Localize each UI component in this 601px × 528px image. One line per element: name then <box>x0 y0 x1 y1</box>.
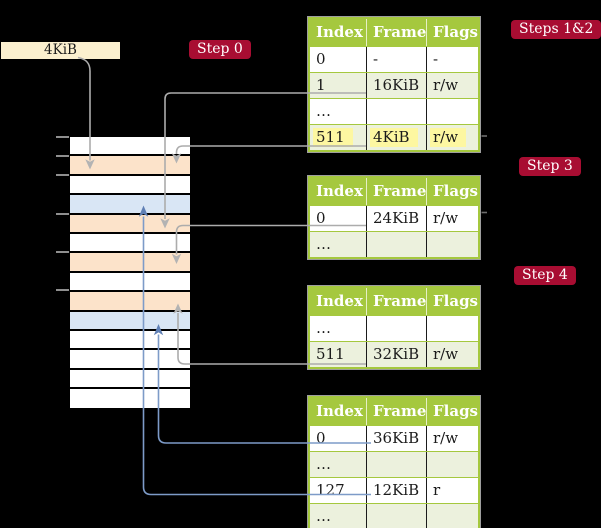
header-frame: Frame <box>366 288 426 315</box>
table-header: Index Frame Flags <box>310 19 478 46</box>
page-table-3: Index Frame Flags … 511 32KiB r/w <box>308 286 480 369</box>
index-cell: 1 <box>316 76 326 94</box>
badge-step-0: Step 0 <box>189 40 251 59</box>
frame-cell: 4KiB <box>366 125 426 150</box>
index-cell: 511 <box>310 125 366 150</box>
memory-frame <box>70 350 190 370</box>
memory-tick <box>56 136 69 138</box>
header-index: Index <box>316 402 363 420</box>
memory-frame <box>70 214 190 234</box>
index-cell: 0 <box>316 209 326 227</box>
index-cell: … <box>316 455 331 473</box>
memory-frame <box>70 311 190 331</box>
memory-frame <box>70 330 190 351</box>
table-row: 0 36KiB r/w <box>310 425 478 451</box>
frame-cell <box>366 232 426 257</box>
table-header: Index Frame Flags <box>310 288 478 315</box>
frame-cell: 24KiB <box>366 206 426 231</box>
flags-cell: r/w <box>426 342 478 367</box>
flags-cell <box>426 99 478 124</box>
header-index: Index <box>316 23 363 41</box>
memory-frame <box>70 175 190 196</box>
memory-tick <box>56 155 69 157</box>
header-frame: Frame <box>366 398 426 425</box>
frame-cell: 32KiB <box>366 342 426 367</box>
page-table-2: Index Frame Flags 0 24KiB r/w … <box>308 176 480 259</box>
header-index: Index <box>316 292 363 310</box>
header-frame: Frame <box>366 19 426 46</box>
badge-steps-1-2: Steps 1&2 <box>511 20 601 39</box>
frame-cell: - <box>366 47 426 72</box>
memory-tick <box>56 251 69 253</box>
index-cell: 511 <box>316 345 345 363</box>
flags-cell <box>426 232 478 257</box>
flags-cell <box>426 316 478 341</box>
frame-cell <box>366 99 426 124</box>
header-index: Index <box>316 182 363 200</box>
memory-frame <box>70 292 190 312</box>
memory-frame <box>70 156 190 176</box>
table-row: … <box>310 98 478 124</box>
index-cell: … <box>316 235 331 253</box>
index-cell: 0 <box>316 429 326 447</box>
page-table-1: Index Frame Flags 0 - - 1 16KiB r/w … 51… <box>308 17 480 152</box>
flags-cell: r/w <box>426 125 478 150</box>
table-row: … <box>310 503 478 528</box>
index-cell: … <box>316 319 331 337</box>
table-header: Index Frame Flags <box>310 398 478 425</box>
header-flags: Flags <box>426 288 478 315</box>
memory-frame <box>70 389 190 409</box>
memory-tick <box>56 289 69 291</box>
frame-cell <box>366 316 426 341</box>
table-row: 511 32KiB r/w <box>310 341 478 367</box>
frame-size-label: 4KiB <box>1 42 120 59</box>
memory-frame <box>70 253 190 273</box>
table-row: 127 12KiB r <box>310 477 478 503</box>
badge-step-4: Step 4 <box>514 266 576 285</box>
header-frame: Frame <box>366 178 426 205</box>
index-cell: 127 <box>316 481 345 499</box>
memory-frame <box>70 272 190 293</box>
table-row: … <box>310 231 478 257</box>
table-row: 1 16KiB r/w <box>310 72 478 98</box>
flags-cell: r/w <box>426 426 478 451</box>
table-header: Index Frame Flags <box>310 178 478 205</box>
badge-step-3: Step 3 <box>519 157 581 176</box>
header-flags: Flags <box>426 398 478 425</box>
memory-frame <box>70 369 190 390</box>
frame-cell: 16KiB <box>366 73 426 98</box>
flags-cell: r <box>426 478 478 503</box>
header-flags: Flags <box>426 19 478 46</box>
flags-cell <box>426 504 478 528</box>
frame-cell <box>366 504 426 528</box>
memory-tick <box>56 174 69 176</box>
flags-cell: r/w <box>426 73 478 98</box>
table-row-highlighted: 511 4KiB r/w <box>310 124 478 150</box>
flags-cell: r/w <box>426 206 478 231</box>
frame-cell <box>366 452 426 477</box>
memory-frame <box>70 195 190 215</box>
memory-frame <box>70 137 190 157</box>
frame-cell: 36KiB <box>366 426 426 451</box>
header-flags: Flags <box>426 178 478 205</box>
page-table-4: Index Frame Flags 0 36KiB r/w … 127 12Ki… <box>308 396 480 528</box>
flags-cell <box>426 452 478 477</box>
index-cell: … <box>316 507 331 525</box>
table-row: 0 - - <box>310 46 478 72</box>
index-cell: 0 <box>316 50 326 68</box>
index-cell: … <box>316 102 331 120</box>
table-row: 0 24KiB r/w <box>310 205 478 231</box>
physical-memory-column <box>70 137 190 409</box>
memory-frame <box>70 233 190 254</box>
table-row: … <box>310 451 478 477</box>
table-row: … <box>310 315 478 341</box>
frame-cell: 12KiB <box>366 478 426 503</box>
memory-tick <box>56 212 69 215</box>
flags-cell: - <box>426 47 478 72</box>
